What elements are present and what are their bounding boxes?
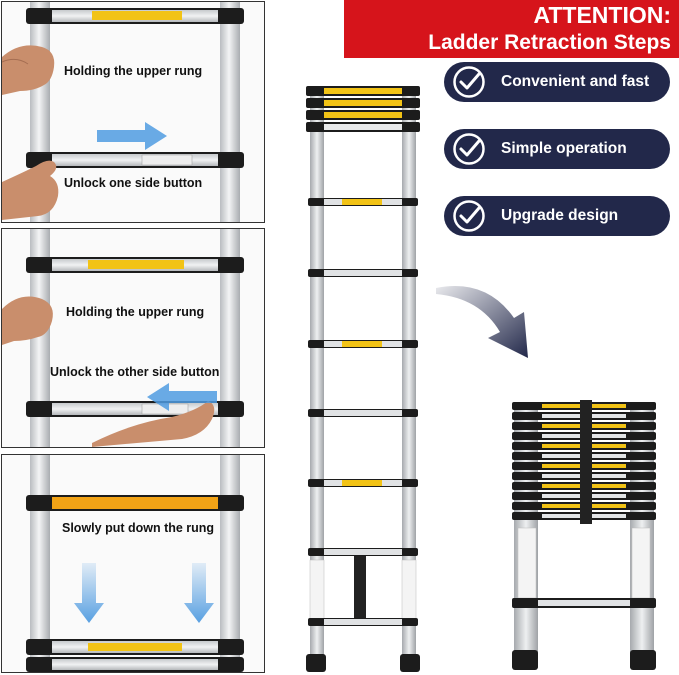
ladder-step2-illustration [2,229,244,447]
feature-pill-simple: Simple operation [444,129,670,169]
step1-caption-bottom: Unlock one side button [64,176,203,190]
step2-caption-top: Holding the upper rung [66,305,205,319]
feature-label: Upgrade design [501,207,619,224]
banner-subtitle: Ladder Retraction Steps [428,31,671,54]
step-panel-1: Holding the upper rung Unlock one side b… [1,1,265,223]
ladder-step3-illustration [26,455,244,672]
ladder-step1-illustration [2,2,244,222]
step-panel-3: Slowly put down the rung [1,454,265,673]
step3-caption: Slowly put down the rung [62,521,215,535]
feature-pill-convenient: Convenient and fast [444,62,670,102]
feature-label: Simple operation [501,140,627,157]
step-panel-2: Holding the upper rung Unlock the other … [1,228,265,448]
retracted-ladder-image [512,400,656,670]
feature-pill-upgrade: Upgrade design [444,196,670,236]
checkmark-circle-icon [453,133,485,165]
checkmark-circle-icon [453,66,485,98]
banner-title: ATTENTION: [533,2,671,28]
extended-ladder-image [306,86,420,672]
checkmark-circle-icon [453,200,485,232]
step1-caption-top: Holding the upper rung [64,64,203,78]
feature-label: Convenient and fast [501,73,650,90]
step2-caption-bottom: Unlock the other side button [50,365,220,379]
attention-banner: ATTENTION: Ladder Retraction Steps [344,0,679,58]
curved-arrow-icon [436,286,528,358]
